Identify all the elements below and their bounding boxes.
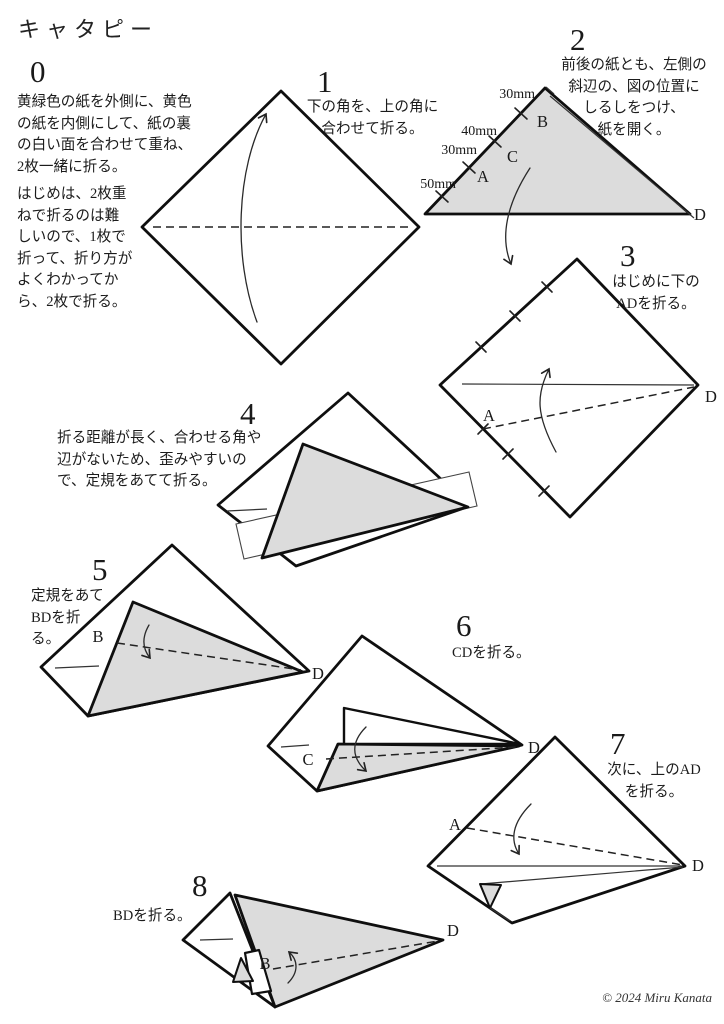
step-8-number: 8 — [192, 868, 208, 903]
step-5-number: 5 — [92, 552, 108, 587]
step-6-number: 6 — [456, 608, 472, 643]
point-label-d: D — [447, 921, 459, 940]
valley-fold-line — [466, 827, 684, 866]
folded-flap — [86, 600, 305, 718]
valley-fold-line — [325, 746, 517, 760]
tick-mark — [462, 161, 476, 174]
point-label-c: C — [302, 750, 313, 769]
step-2-text: 前後の紙とも、左側の 斜辺の、図の位置に しるしをつけ、 紙を開く。 — [561, 57, 707, 138]
tick-mark — [435, 190, 449, 203]
tick-mark — [502, 448, 514, 460]
tick-mark — [475, 341, 487, 353]
fold-arrow — [510, 803, 532, 856]
copyright: © 2024 Miru Kanata — [602, 990, 712, 1005]
fold-arrow — [539, 367, 557, 453]
point-label-b: B — [259, 954, 270, 973]
step-8-text: BDを折る。 — [113, 908, 192, 924]
layer-edge — [549, 95, 695, 219]
folded-flap — [315, 742, 521, 793]
folded-flap — [260, 442, 470, 560]
step-5-text: 定規をあて BDを折 る。 — [31, 588, 104, 648]
layer-edge-apex — [545, 86, 555, 95]
diagram-step-3: A D — [438, 257, 717, 519]
diagram-step-6: C D — [266, 634, 540, 793]
fold-arrow — [287, 951, 299, 984]
layer-edge — [480, 866, 684, 885]
point-label-d: D — [528, 738, 540, 757]
paper-triangle — [423, 86, 692, 216]
diagram-step-8: B D — [181, 891, 459, 1009]
diagram-step-2: 30mm 40mm 30mm 50mm B C A D — [420, 86, 706, 266]
paper-shape — [426, 735, 687, 925]
center-crease — [461, 383, 695, 386]
small-flap — [232, 957, 254, 983]
step-6-text: CDを折る。 — [452, 645, 531, 661]
tick-mark — [477, 423, 489, 435]
diagram-step-5: B D — [39, 543, 324, 718]
small-flap — [479, 883, 502, 909]
crease-mark — [199, 938, 234, 941]
diagram-step-7: A D — [426, 735, 704, 925]
step-7-text: 次に、上のAD を折る。 — [607, 762, 701, 800]
page-title: キャタピー — [18, 17, 159, 42]
diagram-step-1 — [140, 89, 421, 366]
step-0-text: 黄緑色の紙を外側に、黄色 の紙を内側にして、紙の裏 の白い面を合わせて重ね、 2… — [17, 94, 193, 175]
valley-fold-line — [482, 386, 695, 430]
point-label-a: A — [483, 406, 495, 425]
step-4-number: 4 — [240, 396, 256, 431]
paper-square — [438, 257, 700, 519]
point-label-c: C — [507, 147, 518, 166]
crease-mark — [226, 508, 268, 512]
point-label-d: D — [312, 664, 324, 683]
point-label-b: B — [92, 627, 103, 646]
valley-fold-line — [272, 940, 439, 970]
step-0-number: 0 — [30, 54, 46, 89]
crease-mark — [280, 744, 310, 748]
tick-mark — [541, 281, 553, 293]
point-label-d: D — [694, 205, 706, 224]
point-label-a: A — [449, 815, 461, 834]
open-paper-arrow — [503, 167, 531, 266]
fold-arrow — [354, 726, 368, 773]
fold-arrow — [141, 624, 151, 660]
point-label-b: B — [537, 112, 548, 131]
inner-flap — [342, 706, 522, 746]
point-label-d: D — [692, 856, 704, 875]
measurement-30mm: 30mm — [441, 143, 477, 158]
step-4-text: 折る距離が長く、合わせる角や 辺がないため、歪みやすいの で、定規をあてて折る。 — [57, 430, 262, 490]
paper-square — [140, 89, 421, 366]
step-2-number: 2 — [570, 22, 586, 57]
layer-edge — [489, 907, 511, 922]
measurement-50mm: 50mm — [420, 177, 456, 192]
point-label-a: A — [477, 167, 489, 186]
step-3-number: 3 — [620, 238, 636, 273]
measurement-30mm: 30mm — [499, 87, 535, 102]
point-label-d: D — [705, 387, 717, 406]
measurement-40mm: 40mm — [461, 124, 497, 139]
step-1-text: 下の角を、上の角に 合わせて折る。 — [306, 99, 439, 137]
valley-fold-line — [116, 642, 302, 671]
diagram-step-4 — [216, 391, 478, 568]
step-3-text: はじめに下の ADを折る。 — [612, 274, 700, 312]
fold-arrow — [240, 112, 268, 323]
tick-mark — [488, 135, 502, 148]
tick-mark — [538, 485, 550, 497]
tick-mark — [514, 107, 528, 120]
tick-mark — [509, 310, 521, 322]
crease-mark — [54, 665, 100, 669]
step-1-number: 1 — [317, 64, 333, 99]
step-0-note: はじめは、2枚重 ねで折るのは難 しいので、1枚で 折って、折り方が よくわかっ… — [17, 186, 133, 310]
step-7-number: 7 — [610, 726, 626, 761]
